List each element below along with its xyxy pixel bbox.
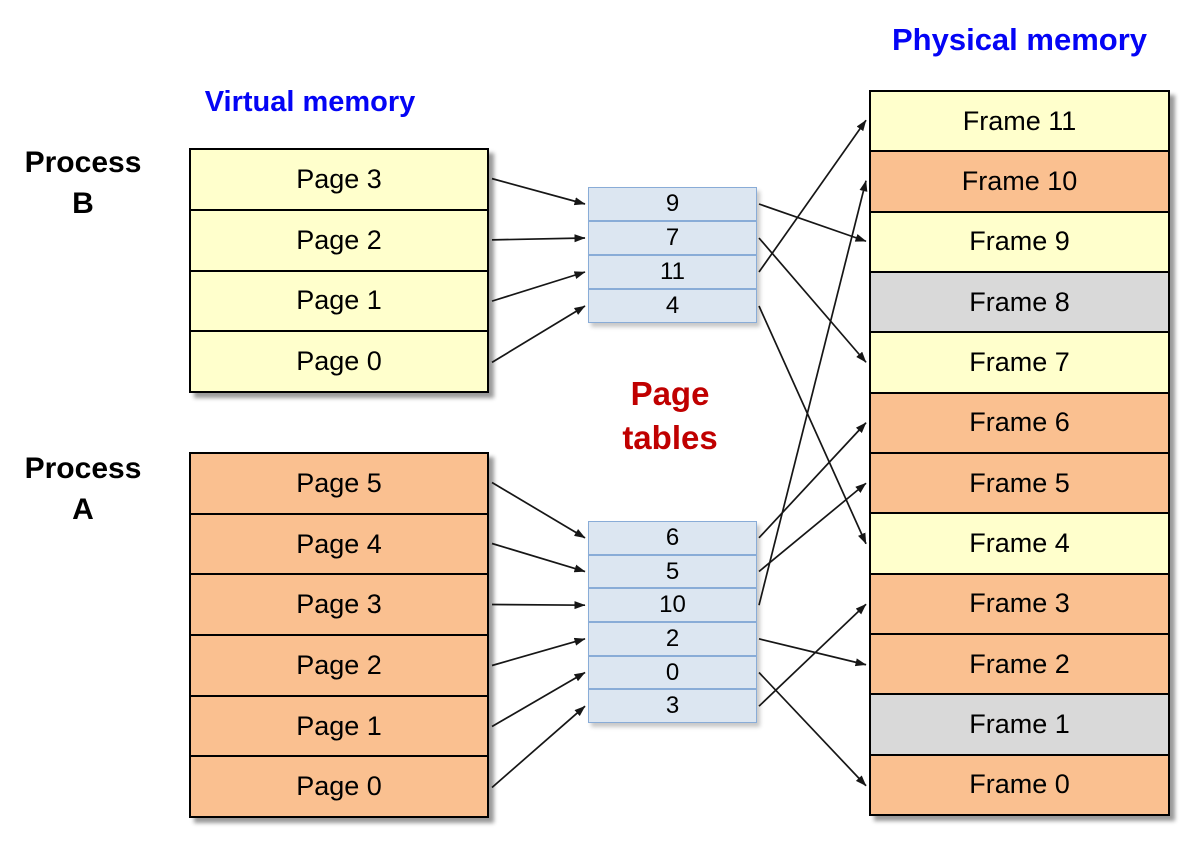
- mapping-arrow: [491, 481, 586, 539]
- process-a-page-row: Page 1: [191, 696, 487, 758]
- process-a-label: Process A: [8, 448, 158, 530]
- page-table-a-entry: 0: [589, 657, 756, 691]
- mapping-arrow: [758, 671, 867, 787]
- process-b-page-row: Page 1: [191, 271, 487, 333]
- mapping-arrow: [758, 638, 867, 667]
- frame-row: Frame 6: [871, 393, 1168, 454]
- frame-row: Frame 8: [871, 272, 1168, 334]
- virtual-memory-title: Virtual memory: [204, 86, 416, 118]
- mapping-arrow: [491, 234, 586, 243]
- mapping-arrow: [491, 305, 586, 364]
- frame-row: Frame 2: [871, 634, 1168, 696]
- mapping-arrow: [491, 601, 586, 610]
- frame-row: Frame 11: [871, 92, 1168, 153]
- mapping-arrow: [758, 422, 867, 539]
- frame-row: Frame 10: [871, 152, 1168, 213]
- process-b-page-row: Page 2: [191, 210, 487, 272]
- process-a-label-line2: A: [72, 493, 94, 526]
- process-b-page-row: Page 0: [191, 332, 487, 391]
- process-a-page-row: Page 4: [191, 514, 487, 576]
- mapping-arrow: [758, 119, 867, 273]
- process-a-page-row: Page 2: [191, 636, 487, 697]
- physical-memory-title: Physical memory: [891, 22, 1148, 57]
- page-table-a-entry: 10: [589, 589, 756, 624]
- process-a-page-row: Page 5: [191, 454, 487, 515]
- process-b-label-line2: B: [72, 187, 94, 220]
- mapping-arrow: [491, 671, 586, 728]
- mapping-arrow: [491, 177, 586, 206]
- mapping-arrow: [758, 482, 867, 573]
- frame-row: Frame 4: [871, 514, 1168, 575]
- page-table-a-entry: 6: [589, 522, 756, 556]
- page-tables-title-line2: tables: [622, 419, 718, 456]
- mapping-arrow: [758, 305, 867, 545]
- process-a-page-row: Page 0: [191, 757, 487, 817]
- frame-row: Frame 3: [871, 574, 1168, 635]
- mapping-arrow: [491, 705, 586, 789]
- frame-row: Frame 9: [871, 212, 1168, 273]
- page-table-b-entry: 9: [589, 188, 756, 222]
- page-table-b-entry: 11: [589, 256, 756, 290]
- mapping-arrow: [491, 542, 586, 573]
- frame-row: Frame 0: [871, 755, 1168, 814]
- mapping-arrow: [491, 637, 586, 667]
- mapping-arrow: [758, 603, 867, 707]
- frame-row: Frame 7: [871, 333, 1168, 394]
- process-a-page-row: Page 3: [191, 575, 487, 637]
- page-table-a-entry: 3: [665, 692, 680, 720]
- page-table-a-entry: 5: [589, 556, 756, 590]
- mapping-arrow: [491, 271, 586, 302]
- mapping-arrow: [758, 237, 867, 363]
- process-a-label-line1: Process: [24, 452, 142, 485]
- page-table-a-entry: 2: [589, 623, 756, 657]
- process-b-label-line1: Process: [24, 146, 142, 179]
- frame-row: Frame 5: [871, 453, 1168, 515]
- process-b-page-row: Page 3: [191, 150, 487, 211]
- frame-row: Frame 1: [871, 695, 1168, 756]
- page-table-b-entry: 4: [665, 292, 680, 319]
- page-tables-title: Page tables: [570, 372, 770, 460]
- page-table-b-entry: 7: [589, 222, 756, 256]
- mapping-arrow: [758, 180, 868, 606]
- page-tables-title-line1: Page: [630, 375, 710, 412]
- process-b-label: Process B: [8, 142, 158, 224]
- mapping-arrow: [758, 203, 867, 243]
